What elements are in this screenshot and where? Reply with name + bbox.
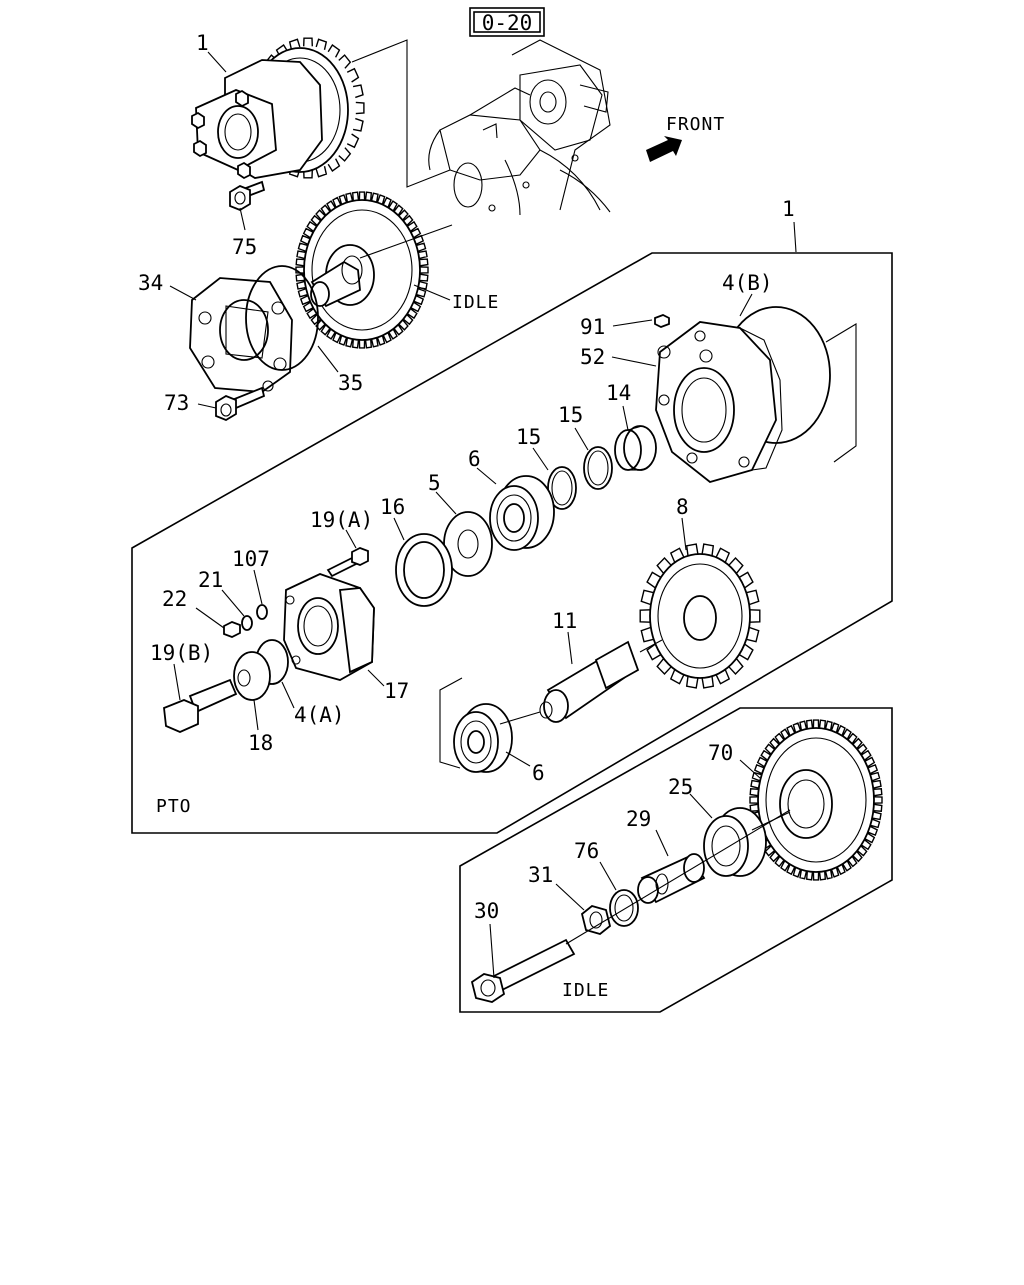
callout-14[interactable]: 14: [606, 381, 631, 405]
bracket-4b: [825, 323, 857, 463]
gear-teeth: [639, 543, 761, 689]
callout-19a[interactable]: 19(A): [310, 508, 373, 532]
bearing-6-lower: [453, 703, 541, 773]
snap-ring-76: [609, 889, 639, 927]
callout-4b[interactable]: 4(B): [722, 271, 773, 295]
callout-30[interactable]: 30: [474, 899, 499, 923]
pto-assembly-top: [191, 37, 365, 180]
callout-16[interactable]: 16: [380, 495, 405, 519]
callout-19b[interactable]: 19(B): [150, 641, 213, 665]
callout-70[interactable]: 70: [708, 741, 733, 765]
cover-17: [283, 573, 375, 681]
callout-6-b[interactable]: 6: [532, 761, 545, 785]
bearing-25: [703, 807, 791, 877]
group-label-idle-upper: IDLE: [452, 292, 499, 313]
idle-gear-upper: [295, 191, 453, 349]
bolt-73[interactable]: [215, 386, 266, 422]
callout-29[interactable]: 29: [626, 807, 651, 831]
callout-17[interactable]: 17: [384, 679, 409, 703]
front-label: FRONT: [666, 114, 725, 135]
ref-box-0-20[interactable]: [469, 7, 545, 37]
callout-11[interactable]: 11: [552, 609, 577, 633]
cover-34: [189, 277, 293, 393]
callout-35[interactable]: 35: [338, 371, 363, 395]
callout-34[interactable]: 34: [138, 271, 163, 295]
callout-31[interactable]: 31: [528, 863, 553, 887]
washer-107: [256, 604, 268, 620]
callout-75[interactable]: 75: [232, 235, 257, 259]
bolt-75[interactable]: [229, 180, 266, 212]
bolt-30[interactable]: [470, 938, 576, 1003]
callout-6-a[interactable]: 6: [468, 447, 481, 471]
transmission-housing: [428, 39, 611, 216]
callout-25[interactable]: 25: [668, 775, 693, 799]
gasket-35: [245, 265, 319, 371]
callout-22[interactable]: 22: [162, 587, 187, 611]
leader-1-top: [351, 39, 451, 188]
snap-ring-15-b: [547, 466, 577, 510]
bolt-19b[interactable]: [163, 678, 238, 733]
callout-107[interactable]: 107: [232, 547, 270, 571]
gear-8: [639, 543, 761, 689]
shaft-11: [539, 639, 663, 723]
shaft-29: [637, 853, 706, 904]
gear-70: [749, 719, 883, 881]
callout-76[interactable]: 76: [574, 839, 599, 863]
nut-22[interactable]: [223, 621, 241, 638]
callout-52[interactable]: 52: [580, 345, 605, 369]
seal-16: [395, 533, 453, 607]
axis-idle-lower: [565, 809, 791, 945]
callout-18[interactable]: 18: [248, 731, 273, 755]
callout-15-b[interactable]: 15: [516, 425, 541, 449]
bracket-6-lower: [439, 677, 463, 769]
pto-group-outline: [131, 252, 893, 834]
callout-4a[interactable]: 4(A): [294, 703, 345, 727]
spacer-18: [233, 651, 271, 701]
callout-91[interactable]: 91: [580, 315, 605, 339]
nut-31[interactable]: [580, 905, 612, 935]
callout-1-top[interactable]: 1: [196, 31, 209, 55]
bolt-19a[interactable]: [326, 547, 369, 578]
callout-1-box[interactable]: 1: [782, 197, 795, 221]
callout-8[interactable]: 8: [676, 495, 689, 519]
leader-lines: [169, 51, 797, 979]
group-label-idle-lower: IDLE: [562, 980, 609, 1001]
idle-group-outline: [459, 707, 893, 1013]
callout-5[interactable]: 5: [428, 471, 441, 495]
ref-box-label: 0-20: [482, 11, 533, 35]
bearing-6-upper: [489, 475, 555, 551]
callout-73[interactable]: 73: [164, 391, 189, 415]
snap-ring-15-a: [583, 446, 613, 490]
callout-15-a[interactable]: 15: [558, 403, 583, 427]
pto-housing-52: [655, 306, 831, 483]
front-arrow-icon: [646, 136, 682, 162]
ring-14: [614, 425, 657, 471]
plug-91[interactable]: [654, 314, 670, 328]
group-label-pto: PTO: [156, 796, 192, 817]
gear-teeth: [295, 191, 429, 349]
callout-21[interactable]: 21: [198, 568, 223, 592]
washer-21: [241, 615, 253, 631]
leader-idle-upper: [413, 284, 451, 301]
